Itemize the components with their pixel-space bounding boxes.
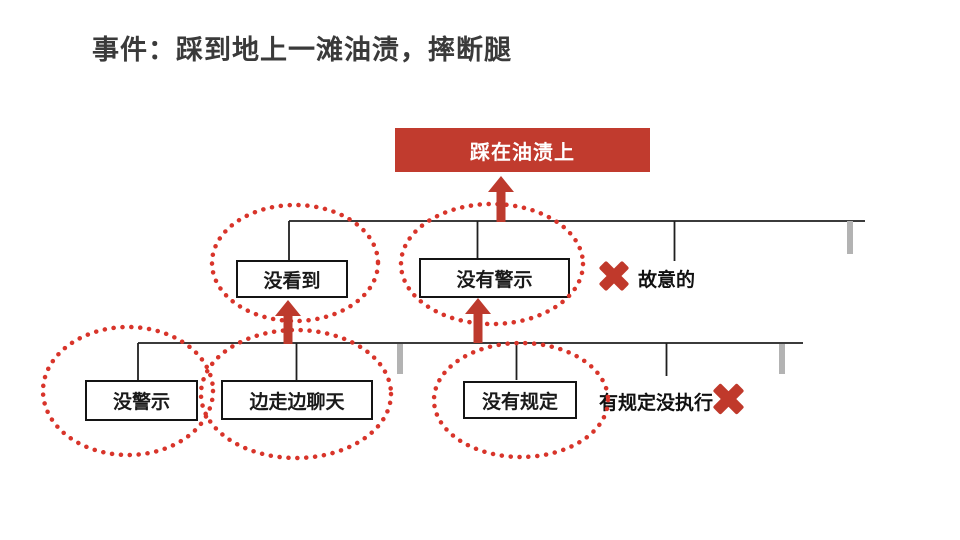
up-arrow-icon <box>488 176 514 222</box>
connector-lines <box>137 220 865 380</box>
cause-box-chatting-while-walking: 边走边聊天 <box>221 380 373 420</box>
top-event-box: 踩在油渍上 <box>395 128 650 172</box>
truncation-mark <box>847 221 853 254</box>
cause-box-no-see: 没看到 <box>236 260 348 298</box>
up-arrow-icon <box>465 298 491 343</box>
cause-box-no-warning: 没警示 <box>85 380 198 421</box>
truncation-mark <box>397 344 403 374</box>
reject-x-icon <box>599 261 629 291</box>
slide-title: 事件：踩到地上一滩油渍，摔断腿 <box>92 35 512 65</box>
truncation-mark <box>779 344 785 374</box>
reject-x-icon <box>713 383 744 415</box>
rejected-cause-label-rule-not-followed: 有规定没执行 <box>599 393 714 414</box>
cause-box-no-warning-sign: 没有警示 <box>419 258 570 298</box>
up-arrow-icon <box>275 300 301 344</box>
rejected-cause-label-intentional: 故意的 <box>638 270 696 291</box>
cause-box-no-rule: 没有规定 <box>463 381 577 419</box>
